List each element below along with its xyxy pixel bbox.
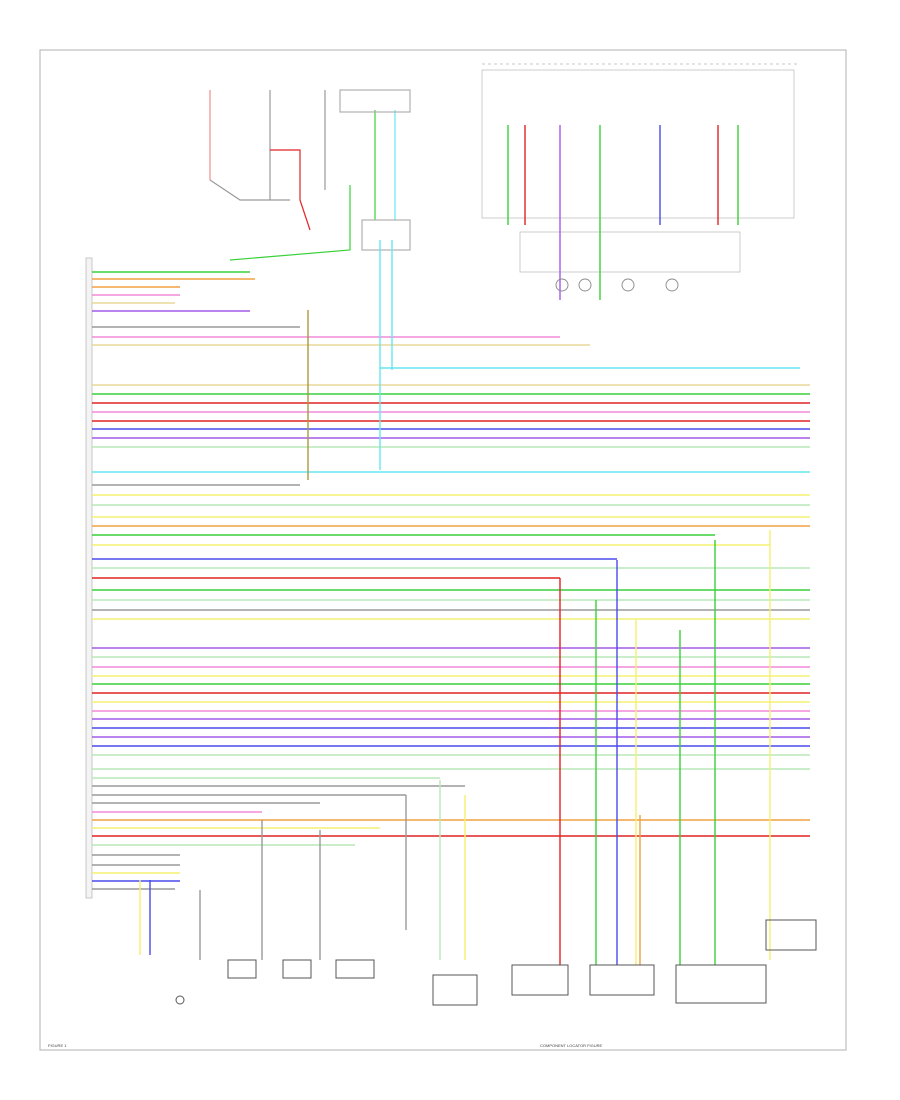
shift-solenoid-a-box: [227, 959, 257, 979]
wire-bundle: [92, 271, 810, 890]
sensor-box-bottom: [519, 231, 741, 273]
footer-left-label: FIGURE 1: [48, 1043, 67, 1048]
ground-symbol: [175, 995, 185, 1005]
input-shaft-sensor-box: [511, 964, 569, 996]
gauge-module-box: [765, 919, 817, 951]
fuse-relay-area: [209, 89, 411, 261]
footer-center-label: COMPONENT LOCATOR FIGURE: [540, 1043, 603, 1048]
lockup-solenoid-box: [432, 974, 478, 1006]
shift-solenoid-c-box: [335, 959, 375, 979]
vertical-wires: [139, 125, 771, 965]
shift-solenoid-b-box: [282, 959, 312, 979]
output-shaft-sensor-box: [589, 964, 655, 996]
diagram-frame: [39, 49, 847, 1051]
sensor-box-top: [481, 69, 795, 219]
range-switch-box: [675, 964, 767, 1004]
pcm-connector-block: [85, 257, 93, 899]
top-right-connectors: [555, 278, 679, 292]
bottom-components: [175, 919, 817, 1006]
